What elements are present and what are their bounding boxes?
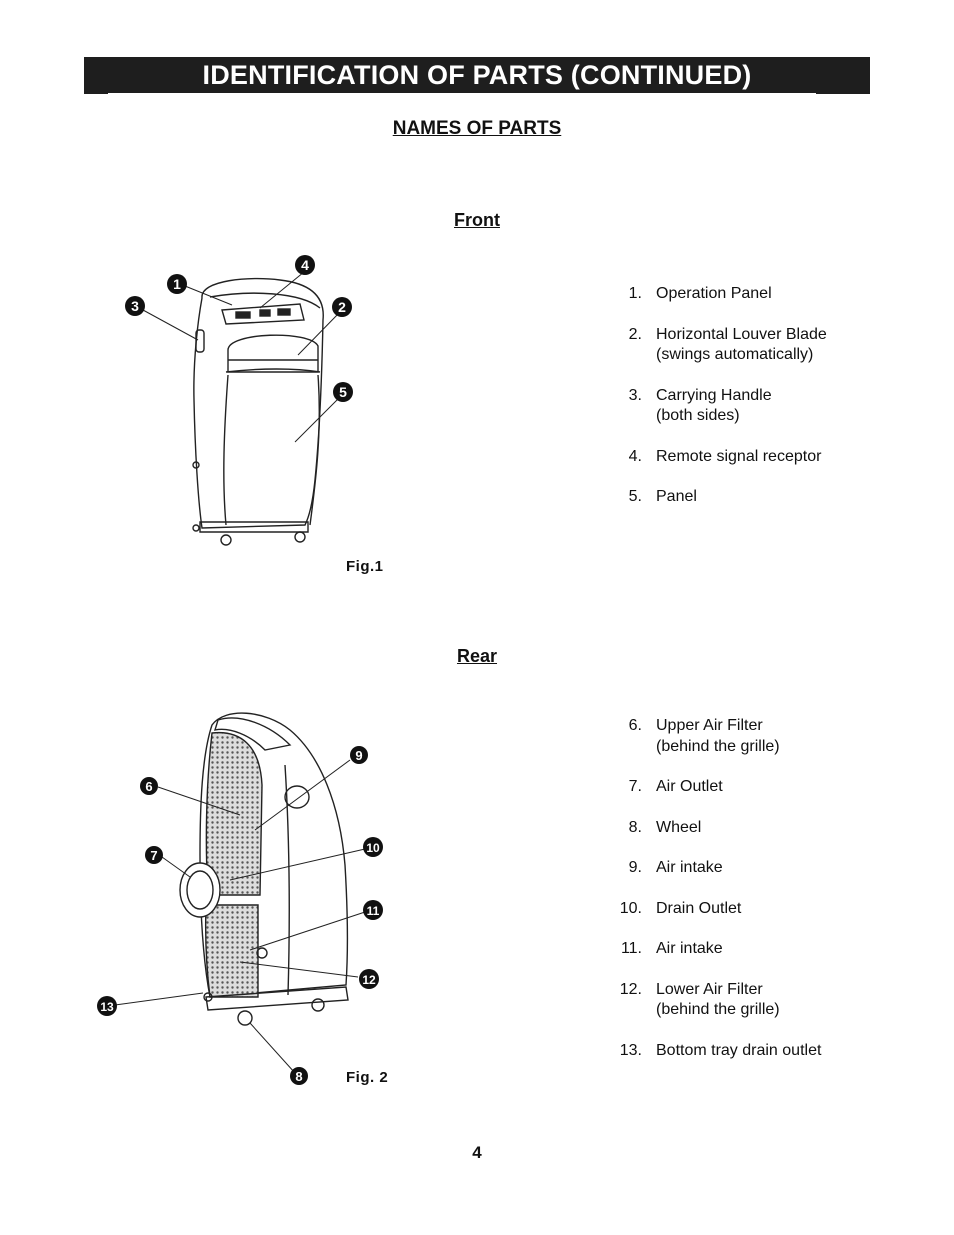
- list-item: 1.Operation Panel: [628, 285, 772, 302]
- callout-2: 2: [332, 297, 352, 317]
- callout-5: 5: [333, 382, 353, 402]
- front-unit-figure: 1 4 3 2 5: [125, 255, 353, 546]
- rear-unit-figure: 6 9 7 10 11 12 13 8: [97, 712, 383, 1085]
- list-item: 10.Drain Outlet: [619, 899, 742, 917]
- callout-3: 3: [125, 296, 145, 316]
- svg-text:11: 11: [367, 904, 380, 918]
- svg-text:13: 13: [100, 1000, 114, 1014]
- callout-1: 1: [167, 274, 187, 294]
- operation-panel-shape: [221, 303, 305, 325]
- front-body-outline: [193, 277, 324, 529]
- list-item-continuation: (swings automatically): [656, 346, 814, 363]
- svg-text:4: 4: [301, 257, 309, 273]
- callout-4: 4: [295, 255, 315, 275]
- list-item-continuation: (behind the grille): [656, 1001, 780, 1018]
- page-number: 4: [472, 1143, 482, 1162]
- handle-shape: [195, 329, 205, 353]
- rear-wheel-front: [237, 1010, 253, 1026]
- list-item-continuation: (both sides): [656, 407, 740, 424]
- list-item: 11.Air intake: [620, 940, 723, 957]
- callout-8: 8: [290, 1067, 308, 1085]
- svg-text:1: 1: [173, 276, 181, 292]
- list-item: 6.Upper Air Filter: [628, 717, 763, 734]
- lower-grille: [204, 904, 259, 998]
- list-item: 8.Wheel: [628, 818, 702, 836]
- front-panel-outline: [223, 374, 229, 526]
- svg-text:6: 6: [145, 779, 152, 794]
- callout-6: 6: [140, 777, 158, 795]
- list-item-continuation: (behind the grille): [656, 737, 780, 755]
- list-item: 3.Carrying Handle: [628, 386, 772, 404]
- front-wheel-right: [294, 531, 306, 543]
- svg-text:5: 5: [339, 384, 347, 400]
- callout-13: 13: [97, 996, 117, 1016]
- names-of-parts-heading: NAMES OF PARTS: [392, 118, 562, 139]
- list-item: 4.Remote signal receptor: [628, 447, 822, 465]
- rear-body-outline: [199, 712, 349, 998]
- svg-text:3: 3: [131, 298, 139, 314]
- callout-10: 10: [363, 837, 383, 857]
- svg-text:7: 7: [150, 848, 157, 863]
- list-item: 7.Air Outlet: [628, 778, 723, 795]
- front-wheel-left: [220, 534, 232, 546]
- callout-11: 11: [363, 900, 383, 920]
- svg-text:8: 8: [295, 1069, 302, 1084]
- upper-air-intake: [284, 785, 310, 809]
- list-item: 5.Panel: [628, 488, 697, 505]
- list-item: 12.Lower Air Filter: [619, 980, 763, 998]
- louver-outline: [227, 334, 319, 373]
- list-item: 2.Horizontal Louver Blade: [628, 325, 827, 343]
- rear-parts-list: 6.Upper Air Filter (behind the grille) 7…: [600, 716, 900, 1061]
- svg-text:10: 10: [366, 841, 380, 855]
- page-title: IDENTIFICATION OF PARTS (CONTINUED): [84, 57, 870, 94]
- callout-7: 7: [145, 846, 163, 864]
- drain-outlet-shape: [256, 947, 268, 959]
- callout-12: 12: [359, 969, 379, 989]
- fig1-caption: Fig.1: [346, 558, 384, 575]
- list-item: 9.Air intake: [628, 859, 723, 876]
- callout-9: 9: [350, 746, 368, 764]
- rear-heading: Rear: [456, 646, 498, 666]
- front-parts-list: 1.Operation Panel 2.Horizontal Louver Bl…: [600, 284, 900, 508]
- svg-text:12: 12: [362, 973, 376, 987]
- svg-text:9: 9: [355, 748, 362, 763]
- fig2-caption: Fig. 2: [346, 1069, 389, 1086]
- front-heading: Front: [454, 210, 500, 230]
- svg-text:2: 2: [338, 299, 346, 315]
- list-item: 13.Bottom tray drain outlet: [619, 1041, 822, 1059]
- title-rule: [108, 93, 816, 94]
